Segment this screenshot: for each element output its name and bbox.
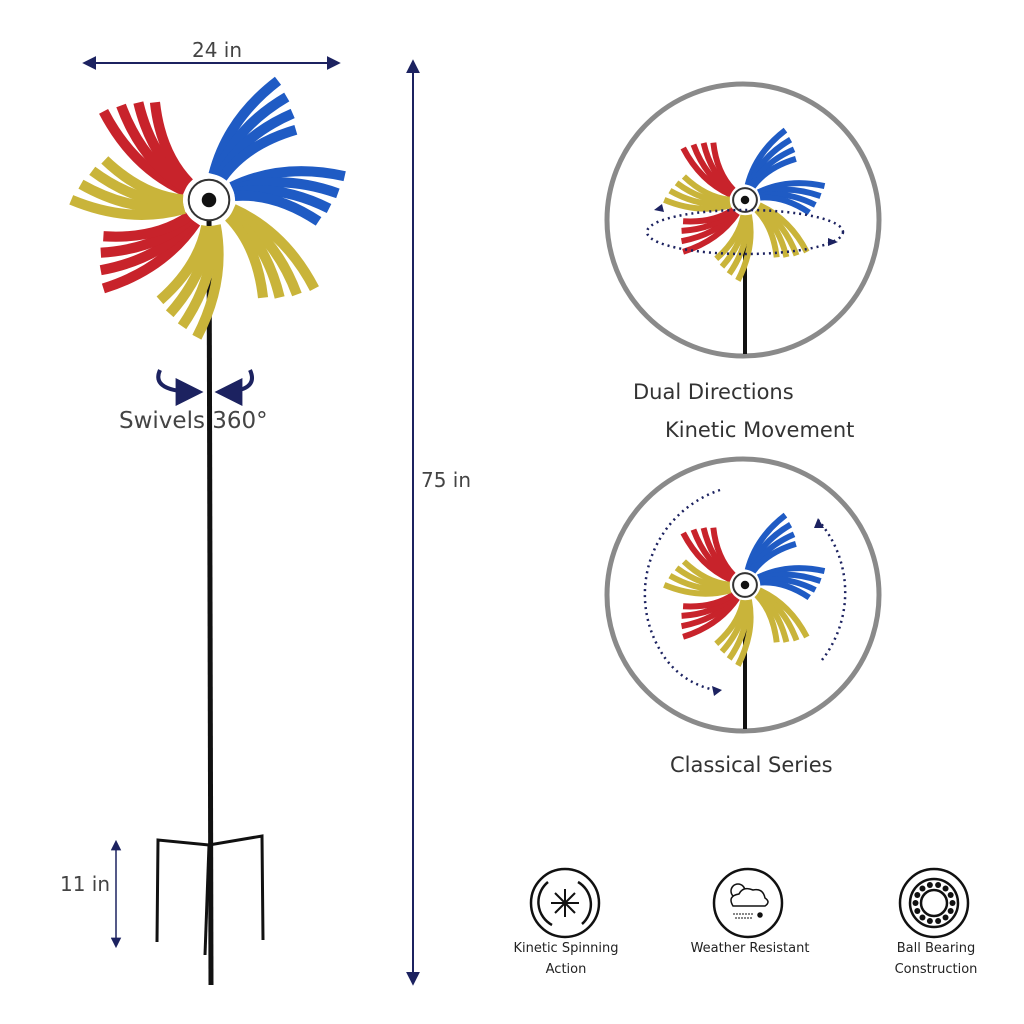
bearing-ball — [919, 914, 926, 921]
pinwheel-center-cap — [740, 195, 750, 205]
pinwheel-blade — [681, 559, 731, 588]
pinwheel-blade — [714, 214, 747, 262]
pinwheel-center-cap — [740, 580, 750, 590]
pinwheel-blade — [156, 224, 212, 305]
height-label: 75 in — [421, 468, 472, 492]
ball-bearing-line2: Construction — [894, 962, 978, 977]
kinetic-spinning-line2: Action — [545, 962, 587, 977]
dual-directions-label: Dual Directions — [633, 380, 794, 404]
ball-bearing-line1: Ball Bearing — [896, 941, 976, 956]
pole — [155, 204, 265, 986]
kinetic-spinning-icon — [529, 867, 601, 939]
weather-resistant-line1: Weather Resistant — [690, 941, 810, 956]
ball-bearing-label: Ball Bearing Construction — [866, 938, 1006, 980]
pinwheel-blade — [234, 190, 322, 226]
bearing-ball — [949, 900, 956, 906]
pinwheel-blade — [682, 207, 735, 225]
pinwheel-dual — [663, 127, 826, 282]
pinwheel-blade — [750, 541, 797, 574]
pinwheel-blade — [759, 194, 811, 216]
kinetic-spinning-line1: Kinetic Spinning — [513, 941, 619, 956]
pinwheel-blade — [750, 156, 797, 189]
swivel-rotation-icon — [156, 369, 254, 406]
pinwheel-blade — [682, 592, 735, 610]
pinwheel-blade — [101, 156, 184, 205]
pinwheel-blade — [149, 101, 194, 187]
bearing-ball — [947, 891, 954, 898]
kinetic-movement-label: Kinetic Movement — [665, 418, 855, 442]
bearing-ball — [914, 891, 921, 898]
swivel-label: Swivels 360° — [119, 408, 268, 434]
stake-label: 11 in — [60, 872, 111, 896]
pinwheel-blade — [714, 599, 747, 647]
pinwheel-blade — [754, 592, 780, 643]
bearing-ball — [912, 900, 919, 906]
kinetic-spinning-label: Kinetic Spinning Action — [496, 938, 636, 980]
bearing-ball — [947, 908, 954, 915]
width-label: 24 in — [192, 38, 243, 62]
ball-bearing-icon — [898, 867, 970, 939]
pinwheel-blade — [103, 212, 192, 242]
bearing-ball — [914, 908, 921, 915]
dual-direction-arrows — [645, 208, 845, 256]
pinwheel-main — [69, 76, 346, 340]
bearing-ball — [935, 881, 942, 888]
bearing-ball — [926, 918, 933, 925]
weather-resistant-label: Weather Resistant — [680, 938, 820, 959]
bearing-ball — [942, 885, 949, 892]
pinwheel-blade — [710, 527, 736, 578]
bearing-ball — [926, 881, 933, 888]
pinwheel-blade — [681, 174, 731, 203]
pinwheel-blade — [759, 579, 811, 601]
classical-series-label: Classical Series — [670, 753, 833, 777]
pinwheel-blade — [218, 124, 298, 181]
weather-resistant-icon — [712, 867, 784, 939]
pinwheel-blade — [224, 213, 269, 299]
bearing-ball — [919, 885, 926, 892]
pinwheel-center-cap — [201, 192, 217, 208]
bearing-ball — [935, 918, 942, 925]
rotation-arrows — [643, 488, 847, 692]
bearing-ball — [942, 914, 949, 921]
pinwheel-classical — [663, 512, 826, 667]
pinwheel-blade — [710, 142, 736, 193]
